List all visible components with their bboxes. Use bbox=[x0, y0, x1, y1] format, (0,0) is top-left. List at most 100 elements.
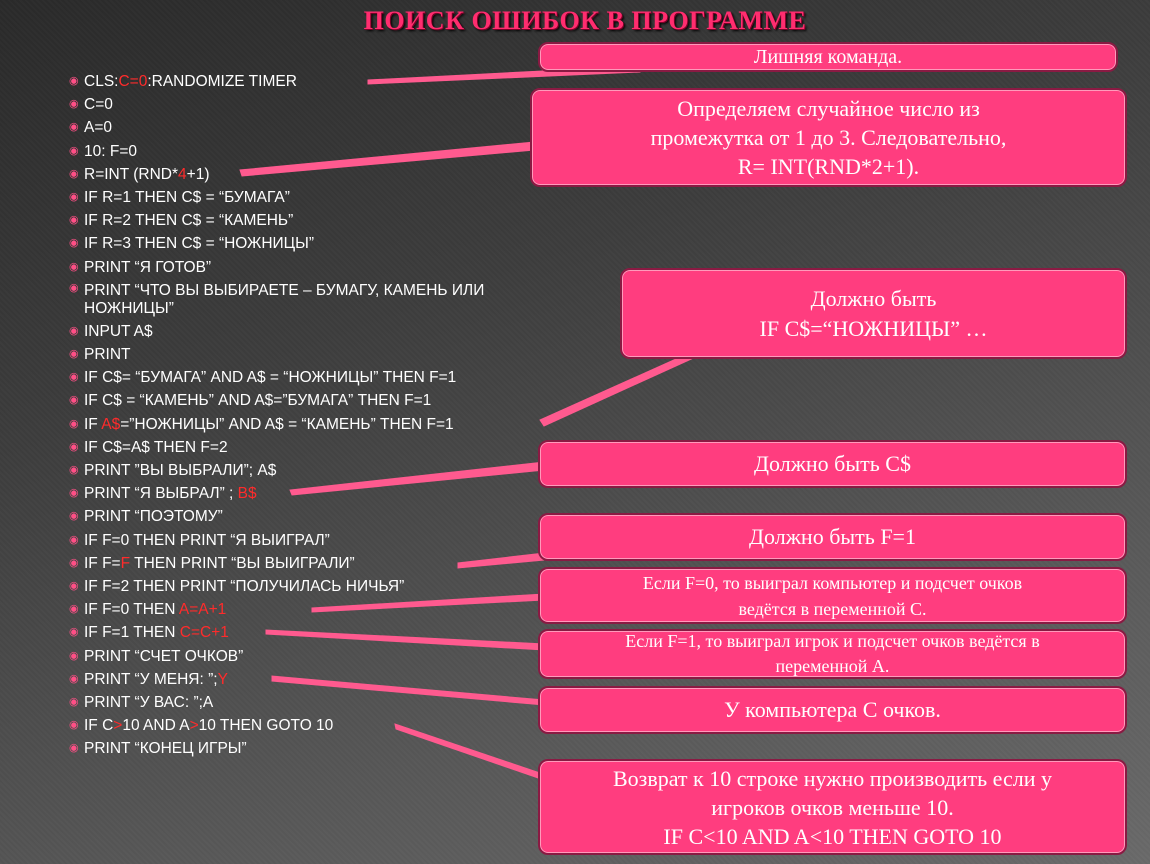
code-text: PRINT ”ВЫ ВЫБРАЛИ”; A$ bbox=[84, 462, 277, 480]
code-text: IF F=0 THEN bbox=[84, 601, 179, 619]
code-text: IF F= bbox=[84, 554, 121, 572]
callout-text: У компьютера С очков. bbox=[724, 697, 941, 722]
callout-text: переменной А. bbox=[775, 656, 890, 676]
error-highlight: F bbox=[120, 554, 131, 572]
code-text: IF R=1 THEN C$ = “БУМАГА” bbox=[84, 189, 290, 207]
code-line: IF C$= “БУМАГА” AND A$ = “НОЖНИЦЫ” THEN … bbox=[69, 366, 560, 389]
code-text: =”НОЖНИЦЫ” AND A$ = “КАМЕНЬ” THEN F=1 bbox=[120, 415, 454, 433]
callout-should-be-f1: Должно быть F=1 bbox=[538, 513, 1127, 561]
error-highlight: B$ bbox=[237, 485, 257, 503]
code-line: PRINT bbox=[69, 343, 560, 366]
callout-f1-player-wins: Если F=1, то выиграл игрок и подсчет очк… bbox=[538, 629, 1127, 679]
code-text: INPUT A$ bbox=[84, 322, 153, 340]
error-highlight: C=C+1 bbox=[179, 624, 229, 642]
callout-text: Лишняя команда. bbox=[753, 45, 903, 68]
code-line: PRINT “Я ВЫБРАЛ” ; B$ bbox=[69, 482, 560, 505]
code-listing: CLS:C=0:RANDOMIZE TIMERC=0A=010: F=0R=IN… bbox=[69, 70, 560, 761]
code-line: IF A$=”НОЖНИЦЫ” AND A$ = “КАМЕНЬ” THEN F… bbox=[69, 413, 560, 436]
code-text: PRINT “КОНЕЦ ИГРЫ” bbox=[84, 740, 247, 758]
code-text: PRINT “У МЕНЯ: ”; bbox=[84, 670, 218, 688]
code-text: PRINT “СЧЕТ ОЧКОВ” bbox=[84, 647, 244, 665]
code-line: IF R=3 THEN C$ = “НОЖНИЦЫ” bbox=[69, 232, 560, 255]
code-text: :RANDOMIZE TIMER bbox=[147, 73, 297, 90]
code-line: PRINT “У МЕНЯ: ”;Y bbox=[69, 668, 560, 691]
code-text: THEN PRINT “ВЫ ВЫИГРАЛИ” bbox=[130, 554, 355, 572]
code-text: A=0 bbox=[84, 119, 113, 137]
error-highlight: Y bbox=[217, 670, 228, 688]
code-text: IF R=3 THEN C$ = “НОЖНИЦЫ” bbox=[84, 235, 315, 253]
slide-title: ПОИСК ОШИБОК В ПРОГРАММЕ bbox=[363, 6, 807, 35]
code-text: 10: F=0 bbox=[84, 142, 137, 160]
code-text: CLS: bbox=[84, 73, 119, 90]
code-line: R=INT (RND*4+1) bbox=[69, 163, 560, 186]
code-text: PRINT “Я ГОТОВ” bbox=[84, 258, 212, 276]
code-text: IF F=2 THEN PRINT “ПОЛУЧИЛАСЬ НИЧЬЯ” bbox=[84, 578, 405, 596]
callout-text: Должно быть F=1 bbox=[749, 524, 916, 549]
callout-text: Если F=0, то выиграл компьютер и подсчет… bbox=[642, 572, 1023, 593]
code-text: IF C bbox=[84, 717, 114, 735]
callout-f0-computer-wins: Если F=0, то выиграл компьютер и подсчет… bbox=[538, 567, 1127, 624]
callout-extra-command: Лишняя команда. bbox=[538, 42, 1118, 72]
callout-goto-condition: Возврат к 10 строке нужно производить ес… bbox=[538, 759, 1127, 855]
callout-text: IF C$=“НОЖНИЦЫ” … bbox=[759, 315, 988, 341]
callout-text: Определяем случайное число из bbox=[677, 96, 980, 121]
code-line: IF F=1 THEN C=C+1 bbox=[69, 621, 560, 644]
code-line: IF F=2 THEN PRINT “ПОЛУЧИЛАСЬ НИЧЬЯ” bbox=[69, 575, 560, 598]
code-line: PRINT “ПОЭТОМУ” bbox=[69, 505, 560, 528]
error-highlight: > bbox=[113, 717, 123, 735]
error-highlight: 4 bbox=[178, 165, 187, 183]
code-line: PRINT “ЧТО ВЫ ВЫБИРАЕТЕ – БУМАГУ, КАМЕНЬ… bbox=[69, 279, 560, 320]
code-line: PRINT ”ВЫ ВЫБРАЛИ”; A$ bbox=[69, 459, 560, 482]
callout-should-be-c-scissors: Должно быть IF C$=“НОЖНИЦЫ” … bbox=[620, 268, 1127, 359]
code-text: PRINT “Я ВЫБРАЛ” ; bbox=[84, 485, 238, 503]
code-line: IF R=1 THEN C$ = “БУМАГА” bbox=[69, 186, 560, 209]
code-line: PRINT “Я ГОТОВ” bbox=[69, 256, 560, 279]
callout-text: IF C<10 AND A<10 THEN GOTO 10 bbox=[663, 823, 1002, 849]
code-line: PRINT “СЧЕТ ОЧКОВ” bbox=[69, 645, 560, 668]
code-text: IF R=2 THEN C$ = “КАМЕНЬ” bbox=[84, 212, 294, 230]
code-text: 10 THEN GOTO 10 bbox=[198, 717, 334, 735]
code-line: C=0 bbox=[69, 93, 560, 116]
code-text: PRINT “У ВАС: ”;A bbox=[84, 694, 214, 712]
code-text: IF bbox=[84, 415, 102, 433]
pointer-3 bbox=[539, 349, 701, 427]
callout-should-be-c-dollar: Должно быть C$ bbox=[538, 440, 1127, 488]
code-text: R=INT (RND* bbox=[84, 165, 179, 183]
error-highlight: C=0 bbox=[118, 73, 148, 90]
error-highlight: A=A+1 bbox=[178, 601, 227, 619]
code-line: PRINT “КОНЕЦ ИГРЫ” bbox=[69, 737, 560, 760]
callout-text: ведётся в переменной С. bbox=[738, 598, 927, 619]
code-line: IF C$=A$ THEN F=2 bbox=[69, 436, 560, 459]
code-line: CLS:C=0:RANDOMIZE TIMER bbox=[69, 70, 560, 93]
callout-text: Если F=1, то выиграл игрок и подсчет очк… bbox=[625, 631, 1040, 651]
code-text: PRINT bbox=[84, 346, 131, 364]
code-line: A=0 bbox=[69, 116, 560, 139]
code-text: C=0 bbox=[84, 96, 113, 114]
callout-text: игроков очков меньше 10. bbox=[711, 794, 954, 820]
code-line: IF C>10 AND A>10 THEN GOTO 10 bbox=[69, 714, 560, 737]
code-line: IF R=2 THEN C$ = “КАМЕНЬ” bbox=[69, 209, 560, 232]
code-text: IF C$ = “КАМЕНЬ” AND A$=”БУМАГА” THEN F=… bbox=[84, 392, 432, 410]
callout-text: промежутка от 1 до 3. Следовательно, bbox=[650, 125, 1007, 150]
callout-text: R= INT(RND*2+1). bbox=[737, 154, 920, 179]
callout-computer-c-points: У компьютера С очков. bbox=[538, 686, 1127, 734]
code-text: PRINT “ПОЭТОМУ” bbox=[84, 508, 223, 526]
error-highlight: > bbox=[189, 717, 199, 735]
error-highlight: A$ bbox=[101, 415, 121, 433]
callout-text: Возврат к 10 строке нужно производить ес… bbox=[612, 765, 1053, 791]
code-text: IF C$=A$ THEN F=2 bbox=[84, 438, 228, 456]
code-line: IF C$ = “КАМЕНЬ” AND A$=”БУМАГА” THEN F=… bbox=[69, 389, 560, 412]
code-text: IF C$= “БУМАГА” AND A$ = “НОЖНИЦЫ” THEN … bbox=[84, 369, 457, 387]
code-line: 10: F=0 bbox=[69, 140, 560, 163]
code-line: INPUT A$ bbox=[69, 320, 560, 343]
code-text: +1) bbox=[186, 165, 210, 183]
code-line: IF F=F THEN PRINT “ВЫ ВЫИГРАЛИ” bbox=[69, 552, 560, 575]
code-text: IF F=0 THEN PRINT “Я ВЫИГРАЛ” bbox=[84, 531, 330, 549]
code-line: PRINT “У ВАС: ”;A bbox=[69, 691, 560, 714]
code-text: 10 AND A bbox=[122, 717, 190, 735]
callout-random-range: Определяем случайное число из промежутка… bbox=[530, 88, 1127, 187]
callout-text: Должно быть C$ bbox=[754, 451, 911, 476]
callout-text: Должно быть bbox=[810, 285, 937, 311]
code-line: IF F=0 THEN PRINT “Я ВЫИГРАЛ” bbox=[69, 529, 560, 552]
code-line: IF F=0 THEN A=A+1 bbox=[69, 598, 560, 621]
